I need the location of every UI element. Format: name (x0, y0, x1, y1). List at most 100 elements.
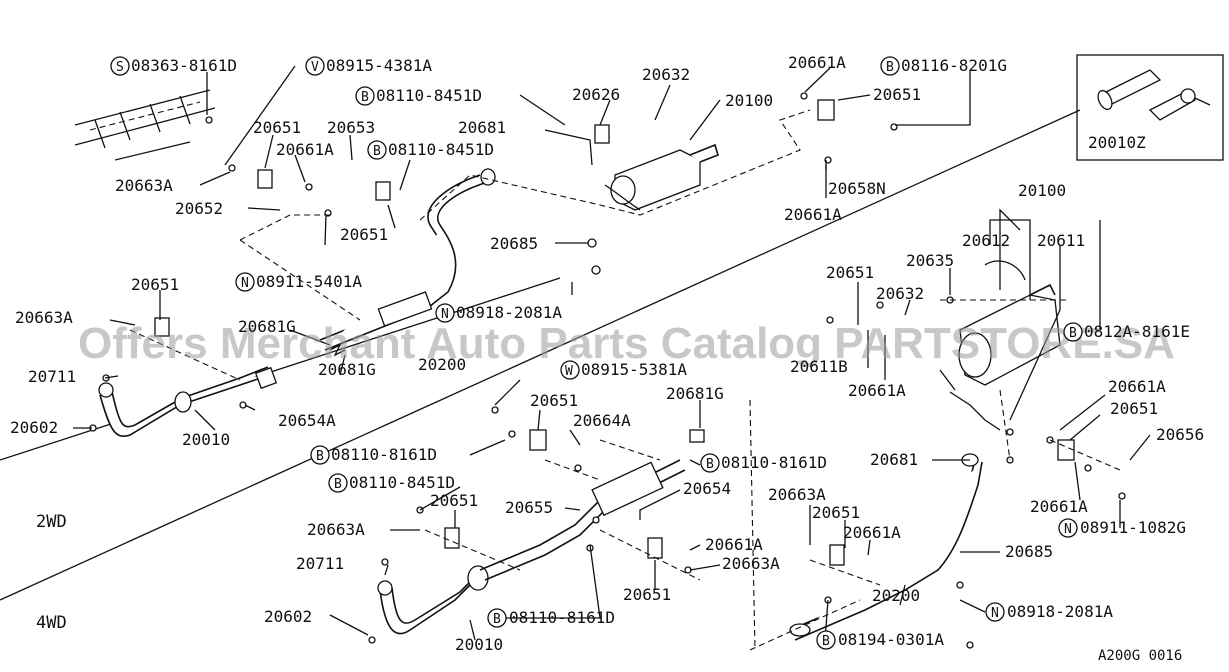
svg-text:N: N (241, 276, 249, 291)
part-label: 20663A (307, 520, 365, 539)
part-label: 20685 (1005, 542, 1053, 561)
svg-text:V: V (311, 60, 319, 75)
part-label: 20651 (430, 491, 478, 510)
section-label-2wd: 2WD (36, 512, 67, 532)
part-label: 20653 (327, 118, 375, 137)
svg-text:B: B (316, 449, 324, 464)
part-label: 20200 (418, 355, 466, 374)
part-label: 08194-0301A (838, 630, 944, 649)
part-label: 0812A-8161E (1084, 322, 1190, 341)
part-label: 20635 (906, 251, 954, 270)
marker-b-icon: B (328, 473, 348, 493)
part-label: 20651 (826, 263, 874, 282)
part-label: 08363-8161D (131, 56, 237, 75)
section-divider-2wd (0, 109, 1081, 601)
part-label: 20626 (572, 85, 620, 104)
part-label: 20100 (725, 91, 773, 110)
part-label: 20685 (490, 234, 538, 253)
part-label: 08110-8161D (331, 445, 437, 464)
part-label: 20661A (848, 381, 906, 400)
part-label: 20651 (812, 503, 860, 522)
marker-b-icon: B (1063, 322, 1083, 342)
marker-b-icon: B (487, 608, 507, 628)
marker-n-icon: N (1058, 518, 1078, 538)
marker-b-icon: B (880, 56, 900, 76)
rear-pipe-4wd-icon (789, 453, 983, 641)
section-label-4wd: 4WD (36, 613, 67, 633)
part-label: 20632 (642, 65, 690, 84)
svg-text:B: B (493, 612, 501, 627)
svg-text:N: N (441, 307, 449, 322)
part-label: 20681G (238, 317, 296, 336)
svg-text:W: W (565, 364, 573, 379)
inset-box (1076, 54, 1224, 161)
part-label: 20658N (828, 179, 886, 198)
part-label: 20654A (278, 411, 336, 430)
marker-s-icon: S (110, 56, 130, 76)
marker-b-icon: B (700, 453, 720, 473)
part-label: 20602 (10, 418, 58, 437)
part-label: 20711 (296, 554, 344, 573)
main-muffler-4wd-icon (939, 260, 1061, 431)
marker-b-icon: B (310, 445, 330, 465)
part-label: 20652 (175, 199, 223, 218)
marker-n-icon: N (435, 303, 455, 323)
marker-n-icon: N (235, 272, 255, 292)
svg-text:B: B (706, 457, 714, 472)
part-labels: 08363-8161D 08915-4381A 08110-8451D 2062… (10, 53, 1204, 654)
heat-shield-icon (74, 89, 216, 161)
part-label: 20651 (253, 118, 301, 137)
part-label: 20611 (1037, 231, 1085, 250)
svg-text:B: B (373, 144, 381, 159)
part-label: 20656 (1156, 425, 1204, 444)
part-label: 20100 (1018, 181, 1066, 200)
part-label: 20651 (131, 275, 179, 294)
part-label: 20612 (962, 231, 1010, 250)
part-label: 20681G (318, 360, 376, 379)
svg-text:N: N (1064, 522, 1072, 537)
part-label: 20611B (790, 357, 848, 376)
svg-text:B: B (822, 634, 830, 649)
marker-v-icon: V (305, 56, 325, 76)
part-label: 20010 (182, 430, 230, 449)
part-label: 20632 (876, 284, 924, 303)
part-label: 08918-2081A (1007, 602, 1113, 621)
part-label: 08915-5381A (581, 360, 687, 379)
part-label: 08915-4381A (326, 56, 432, 75)
part-label: 08911-5401A (256, 272, 362, 291)
svg-text:B: B (334, 477, 342, 492)
part-label: 20664A (573, 411, 631, 430)
tailpipe-finisher-icon (1097, 69, 1211, 121)
callout-markers: S V B B B N N B W B B B B N N B (110, 56, 1083, 650)
part-label: 20655 (505, 498, 553, 517)
marker-b-icon: B (816, 630, 836, 650)
marker-w-icon: W (560, 360, 580, 380)
svg-text:S: S (116, 60, 124, 75)
part-label: 20661A (705, 535, 763, 554)
part-label: 08110-8451D (388, 140, 494, 159)
leader-lines (73, 65, 1151, 641)
part-label: 20651 (623, 585, 671, 604)
part-label: 20711 (28, 367, 76, 386)
svg-text:N: N (991, 606, 999, 621)
svg-text:B: B (886, 60, 894, 75)
part-label: 20681 (870, 450, 918, 469)
part-label: 20661A (276, 140, 334, 159)
part-label: 20681G (666, 384, 724, 403)
part-label: 20661A (1108, 377, 1166, 396)
inset-part-label: 20010Z (1088, 133, 1146, 152)
part-label: 20010 (455, 635, 503, 654)
watermark: Offers Merchant Auto Parts Catalog PARTS… (78, 319, 1175, 368)
part-label: 20661A (788, 53, 846, 72)
part-label: 20663A (115, 176, 173, 195)
part-label: 20661A (843, 523, 901, 542)
part-label: 08918-2081A (456, 303, 562, 322)
marker-b-icon: B (355, 86, 375, 106)
svg-text:B: B (1069, 326, 1077, 341)
center-pipe-2wd-icon (319, 168, 496, 357)
marker-b-icon: B (367, 140, 387, 160)
assembly-guide-lines (129, 109, 1121, 651)
part-label: 20651 (1110, 399, 1158, 418)
part-label: 08911-1082G (1080, 518, 1186, 537)
